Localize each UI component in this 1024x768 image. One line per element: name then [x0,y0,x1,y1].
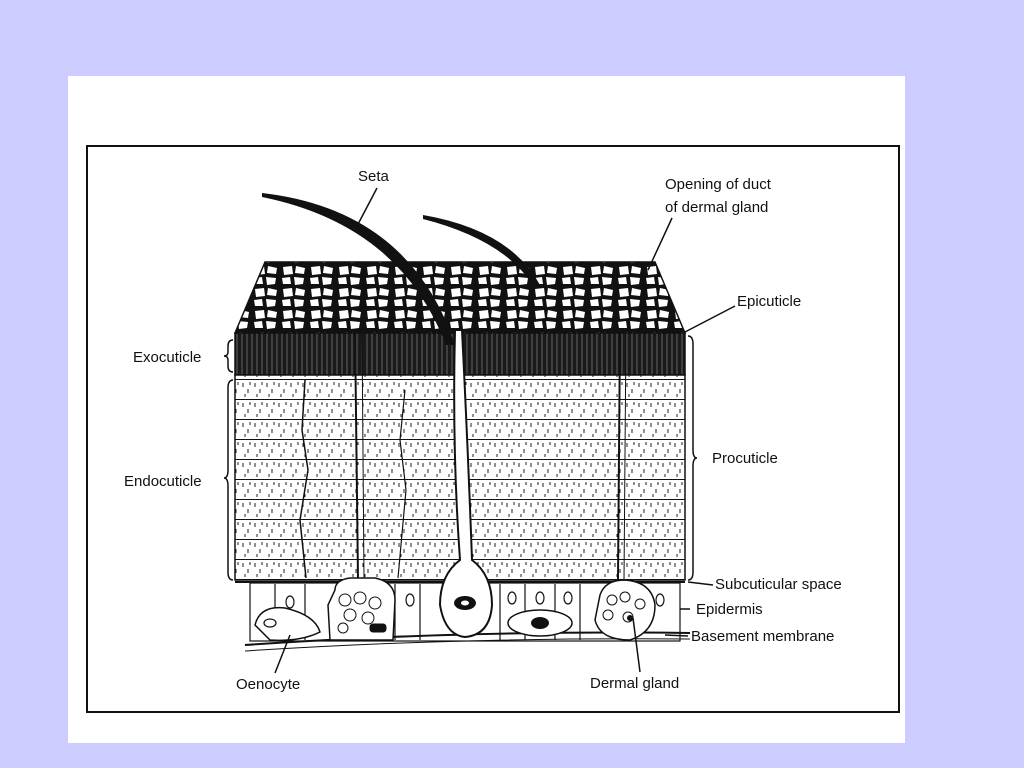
left-gland-duct [354,329,359,581]
label-seta: Seta [358,168,390,185]
label-epidermis: Epidermis [696,601,763,618]
endocuticle-brace [223,379,234,581]
seta-hair [423,215,540,287]
endocuticle-crack [397,389,407,579]
right-gland-duct [617,327,621,581]
leader-lines [274,187,736,674]
right-gland-duct [623,327,627,581]
oenocyte-cell [254,606,321,642]
label-oenocyte: Oenocyte [236,676,300,693]
label-duct-opening-2: of dermal gland [665,199,768,216]
cuticle-diagram: Seta Opening of duct of dermal gland Epi… [86,145,900,713]
endocuticle-crack [299,379,309,579]
left-gland-duct [361,329,365,581]
label-duct-opening-1: Opening of duct [665,176,772,193]
seta-socket-cell [438,329,494,639]
label-epicuticle: Epicuticle [737,293,801,310]
label-basement-membrane: Basement membrane [691,628,834,645]
procuticle-brace [687,335,698,581]
label-subcuticular-space: Subcuticular space [715,576,842,593]
label-dermal-gland: Dermal gland [590,675,679,692]
label-endocuticle: Endocuticle [124,473,202,490]
exocuticle-brace [223,339,234,373]
right-dermal-gland [594,579,656,641]
label-exocuticle: Exocuticle [133,349,201,366]
epicuticle-layer [233,261,687,334]
label-procuticle: Procuticle [712,450,778,467]
